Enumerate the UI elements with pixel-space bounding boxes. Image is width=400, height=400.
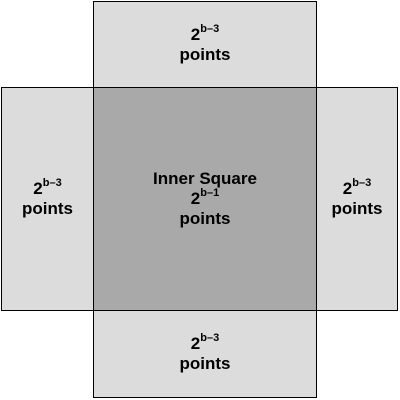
- inner-square: Inner Square 2b–1 points: [93, 87, 317, 311]
- bottom-region-base: 2: [190, 334, 201, 353]
- inner-square-title: Inner Square: [153, 169, 257, 188]
- left-region: 2b–3 points: [1, 87, 94, 311]
- top-region-count: 2b–3: [190, 22, 220, 45]
- top-region-exponent: b–3: [200, 22, 220, 35]
- right-region: 2b–3 points: [316, 87, 398, 311]
- inner-square-base: 2: [190, 189, 201, 208]
- inner-square-unit: points: [179, 209, 231, 228]
- left-region-base: 2: [33, 179, 43, 198]
- bottom-region-unit: points: [179, 354, 231, 373]
- right-region-exponent: b–3: [352, 177, 372, 190]
- top-region: 2b–3 points: [93, 1, 317, 88]
- bottom-region-count: 2b–3: [190, 332, 220, 354]
- top-region-base: 2: [190, 24, 201, 44]
- bottom-region-exponent: b–3: [200, 332, 220, 345]
- right-region-count: 2b–3: [342, 177, 372, 199]
- inner-square-exponent: b–1: [200, 187, 220, 200]
- right-region-base: 2: [342, 179, 353, 198]
- inner-square-count: 2b–1: [190, 187, 220, 209]
- top-region-unit: points: [179, 44, 231, 64]
- right-region-unit: points: [331, 199, 383, 218]
- left-region-count: 2b–3: [33, 177, 62, 199]
- left-region-unit: points: [22, 199, 73, 218]
- left-region-exponent: b–3: [42, 177, 62, 190]
- bottom-region: 2b–3 points: [93, 310, 317, 398]
